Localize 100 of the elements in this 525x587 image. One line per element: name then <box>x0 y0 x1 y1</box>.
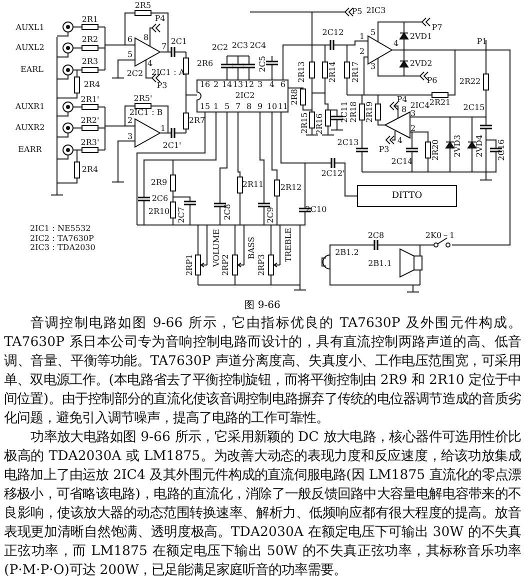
part-list-note: 2IC2：TA7630P <box>30 235 94 243</box>
terminal-label: AUXR2 <box>15 124 45 132</box>
terminal-label: EARL <box>20 66 44 74</box>
component-label: 2R12 <box>280 184 302 192</box>
pin-number: 6 <box>280 81 286 89</box>
component-label: 2C15 <box>463 104 485 112</box>
pin-number: 9 <box>257 103 263 111</box>
terminal-label: P5 <box>352 8 362 16</box>
component-label: 2VD2 <box>410 60 432 68</box>
component-label: 2B1.1 <box>368 260 392 268</box>
terminal-label: AUXL1 <box>16 24 44 32</box>
pin-number: 4 <box>147 60 153 68</box>
pin-number: 15 <box>200 103 210 111</box>
circuit-block: DITTO <box>357 185 457 207</box>
pin-number: 3 <box>370 63 376 71</box>
pin-number: 4 <box>397 137 403 145</box>
pin-number: 3 <box>257 81 263 89</box>
pin-number: 16 <box>200 81 210 89</box>
part-list-note: 2IC3：TDA2030 <box>30 244 96 252</box>
body-paragraph: 功率放大电路如图 9-66 所示，它采用新颖的 DC 放大电路，核心器件可选用性价比极高的 TDA2030A 或 LM1875。为改善大动态的表现力度和反应速度，给该功放集成电路加上了由运放 2IC4 及其外围元件构成的直流伺服电路(因 LM1875 直流化的零点漂移极小，可省略该电路)，电路的直流化，消除了一般反馈回路中大容量电解电容带来的不良影响，使该放大器的动态范围转换速率、解析力、低频响应都有很大程度的提高。放音表现更加清晰自然饱满、透明度极高。TDA2030A 在额定电压下可输出 30W 的不失真正弦功率，而 LM1875 在额定电压下输出 50W 的不失真正弦功率，其标称音乐功率(P·M·P·O)可达 200W，已足能满足家庭听音的功率需要。 <box>4 428 521 580</box>
pin-number: 1 <box>160 125 166 133</box>
component-label: 2R6 <box>196 60 214 68</box>
pin-number: 11 <box>278 103 288 111</box>
terminal-label: AUXL2 <box>16 44 44 52</box>
component-label: 2IC4 <box>410 102 430 110</box>
component-label: 2C1' <box>162 142 182 150</box>
component-label: 2R21 <box>429 99 451 107</box>
terminal-label: EARR <box>18 146 42 154</box>
pin-number: 6 <box>127 36 133 44</box>
component-label: 2C12' <box>321 170 345 178</box>
component-label: 2R11 <box>242 181 264 189</box>
pin-number: 7 <box>235 103 241 111</box>
pin-number: 13 <box>232 81 244 89</box>
component-label: 2C1 <box>170 38 188 46</box>
component-label: 2C13 <box>337 139 359 147</box>
component-label: 2R3' <box>80 139 100 147</box>
terminal-label: P3 <box>378 146 390 154</box>
component-label: 2R19 <box>366 101 374 123</box>
component-label: 2R4 <box>82 166 98 174</box>
pin-number: 1 <box>213 103 219 111</box>
component-label: 2R5' <box>134 95 152 103</box>
terminal-label: AUXR1 <box>15 103 45 111</box>
component-label: 2C6 <box>152 195 168 203</box>
component-label: 2C16 <box>498 139 506 161</box>
component-label: 2VD4 <box>476 134 484 158</box>
component-label: 2IC1：B <box>129 109 163 117</box>
component-label: 2R22 <box>459 78 481 86</box>
terminal-label: P6 <box>426 77 438 85</box>
component-label: 2IC3 <box>366 7 386 15</box>
body-paragraph: 音调控制电路如图 9-66 所示，它由指标优良的 TA7630P 及外围元件构成。TA7630P 系日本公司专为音响控制电路而设计的，具有直流控制两路声道的高、低音调、音量、平衡等功能。TA7630P 声道分离度高、失真度小、工作电压范围宽，可采用单、双电源工作。(本电路省去了平衡控制旋钮，而将平衡控制由 2R9 和 2R10 定位于中间位置)。由于控制部分的直流化使该音调控制电路摒弃了传统的电位器调节造成的音质劣化问题，避免引入调节噪声，提高了电路的工作可靠性。 <box>4 314 521 428</box>
component-label: 2C8 <box>224 204 232 220</box>
control-label: VOLUME <box>213 229 221 267</box>
pin-number: 5 <box>224 103 230 111</box>
pin-number: 2 <box>359 48 365 56</box>
component-label: 2C8 <box>368 232 384 240</box>
component-label: 2R10 <box>148 208 170 216</box>
component-label: 2R15 <box>301 112 309 134</box>
component-label: 2R17 <box>352 61 360 83</box>
pin-number: 2 <box>127 117 133 125</box>
pin-number: 3 <box>410 110 416 118</box>
pin-number: 4 <box>393 40 399 48</box>
component-label: 2R18 <box>350 101 358 123</box>
component-label: 2B1.2 <box>335 249 359 257</box>
component-label: 2C3 <box>232 42 248 50</box>
pin-number: 12 <box>244 81 254 89</box>
control-label: BASS <box>248 236 256 260</box>
terminal-label: P1 <box>476 38 488 46</box>
pin-number: 8 <box>246 103 252 111</box>
component-label: 2R14 <box>329 61 337 83</box>
pin-number: 10 <box>266 103 278 111</box>
pin-number: 8 <box>401 106 407 114</box>
control-label: TREBLE <box>285 228 293 262</box>
component-label: 2C5 <box>259 56 267 72</box>
pin-number: 8 <box>143 34 149 42</box>
component-label: 2C12 <box>322 29 344 37</box>
component-label: 2C2 <box>126 70 144 78</box>
component-label: 2K0－1 <box>425 232 455 240</box>
component-label: 2C14 <box>391 158 413 166</box>
terminal-label: P4 <box>396 96 408 104</box>
pin-number: 5 <box>370 29 376 37</box>
component-label: 2VD3 <box>454 134 462 158</box>
pin-number: 14 <box>222 81 232 89</box>
component-label: 2RP3 <box>258 254 266 276</box>
component-label: 2C7 <box>178 206 186 224</box>
component-label: 2R13 <box>298 61 306 83</box>
component-label: 2R9 <box>150 179 168 187</box>
component-label: 2R5 <box>134 2 152 10</box>
component-label: 2R8 <box>291 88 299 106</box>
terminal-label: P4 <box>154 15 166 23</box>
component-label: 2R2 <box>82 36 98 44</box>
pin-number: 4 <box>269 81 275 89</box>
component-label: 2R2' <box>80 117 100 125</box>
component-label: 2C2 <box>212 44 228 52</box>
component-label: 2R16 <box>316 113 324 135</box>
terminal-label: P3 <box>156 82 168 90</box>
component-label: 2R20 <box>432 139 440 161</box>
pin-number: 5 <box>127 51 133 59</box>
pin-number: 1 <box>359 33 365 41</box>
component-label: 2R4 <box>84 81 100 89</box>
component-label: 2C4 <box>250 42 266 50</box>
